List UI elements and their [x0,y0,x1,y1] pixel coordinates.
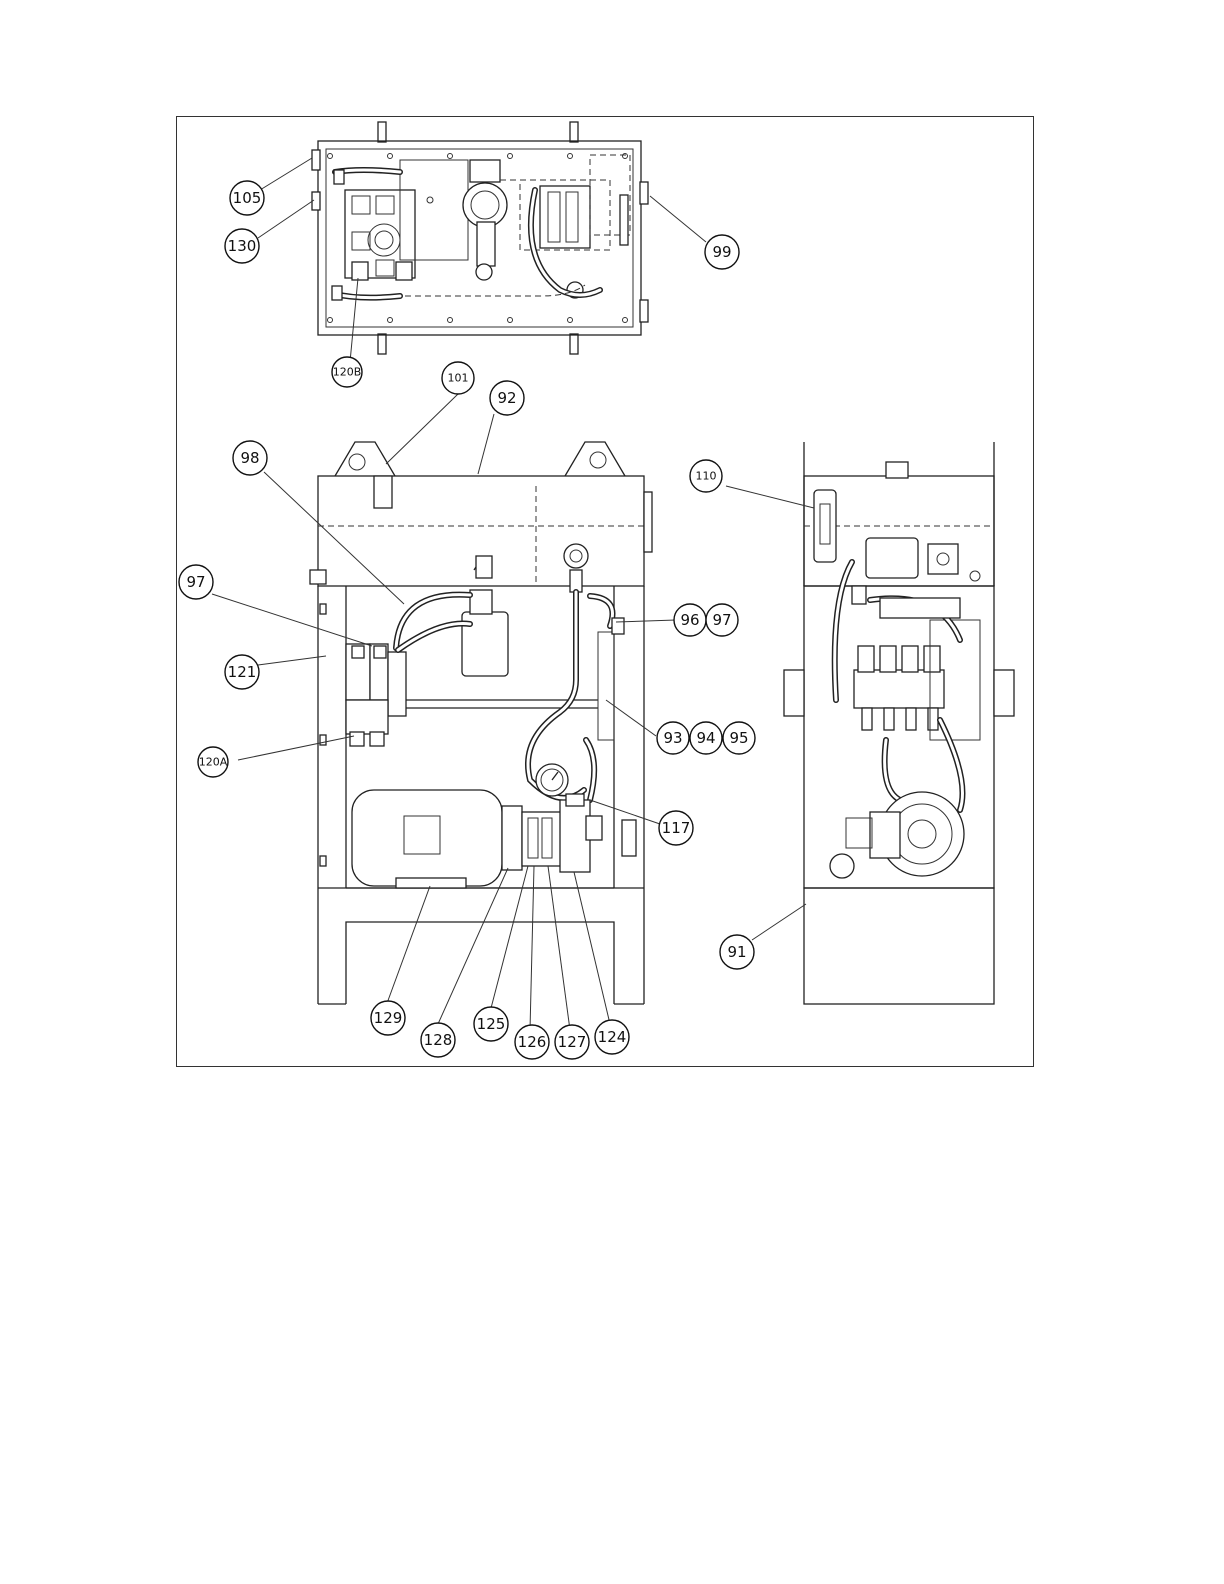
callout-127: 127 [555,1025,589,1059]
svg-text:128: 128 [424,1031,453,1049]
callout-120a: 120A [198,747,228,777]
svg-text:120A: 120A [199,756,228,769]
svg-text:97: 97 [712,611,731,629]
callout-117: 117 [659,811,693,845]
callout-98: 98 [233,441,267,475]
callout-91: 91 [720,935,754,969]
callout-95: 95 [723,722,755,754]
callout-126: 126 [515,1025,549,1059]
svg-text:101: 101 [448,372,469,385]
svg-text:96: 96 [680,611,699,629]
svg-text:124: 124 [598,1028,627,1046]
svg-text:93: 93 [663,729,682,747]
callout-120b: 120B [332,357,362,387]
callout-125: 125 [474,1007,508,1041]
callout-97-right: 97 [706,604,738,636]
callout-121: 121 [225,655,259,689]
svg-text:105: 105 [233,189,262,207]
callout-97-front: 97 [179,565,213,599]
svg-text:121: 121 [228,663,257,681]
callout-110: 110 [690,460,722,492]
svg-text:127: 127 [558,1033,587,1051]
callout-130: 130 [225,229,259,263]
callout-96: 96 [674,604,706,636]
svg-text:130: 130 [228,237,257,255]
callout-94: 94 [690,722,722,754]
svg-text:94: 94 [696,729,715,747]
svg-text:99: 99 [712,243,731,261]
svg-text:126: 126 [518,1033,547,1051]
callout-124: 124 [595,1020,629,1054]
svg-text:120B: 120B [333,366,362,379]
callout-92: 92 [490,381,524,415]
svg-text:91: 91 [727,943,746,961]
svg-text:129: 129 [374,1009,403,1027]
svg-text:95: 95 [729,729,748,747]
svg-text:125: 125 [477,1015,506,1033]
svg-text:98: 98 [240,449,259,467]
callout-93: 93 [657,722,689,754]
callout-129: 129 [371,1001,405,1035]
front-view [310,442,652,1004]
callout-128: 128 [421,1023,455,1057]
callout-105: 105 [230,181,264,215]
svg-text:110: 110 [696,470,717,483]
svg-text:97: 97 [186,573,205,591]
svg-text:92: 92 [497,389,516,407]
svg-text:117: 117 [662,819,691,837]
leader-lines [212,158,814,1030]
callout-101: 101 [442,362,474,394]
side-view [784,442,1014,1004]
callout-99: 99 [705,235,739,269]
top-view [312,122,648,354]
